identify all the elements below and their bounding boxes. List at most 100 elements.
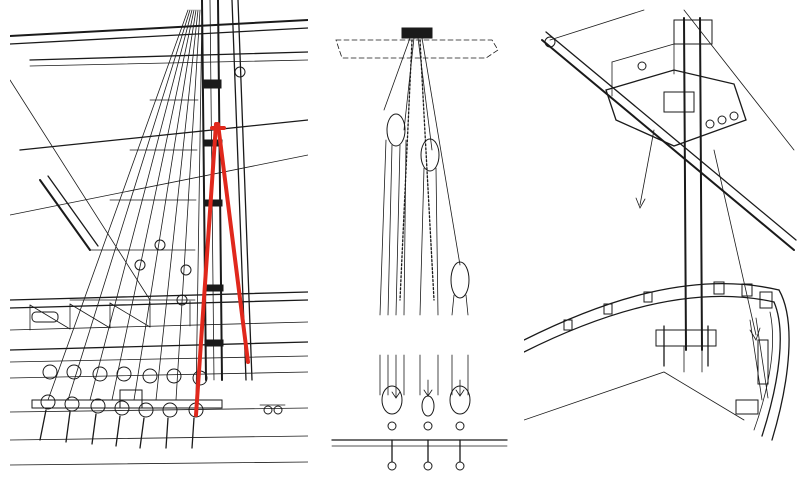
mast-left: [683, 17, 687, 351]
chain-plate: [91, 413, 97, 445]
shroud: [133, 9, 197, 401]
deadeye: [116, 366, 132, 382]
shroud: [111, 9, 195, 401]
stanchion-brace: [109, 302, 151, 328]
stay: [10, 154, 308, 216]
second-yard: [29, 51, 308, 61]
yard-block: [544, 36, 556, 48]
rail: [10, 291, 308, 301]
boom: [39, 179, 91, 251]
chain-plate: [115, 415, 121, 447]
deadeye-lower: [162, 402, 178, 418]
hull-planking: [10, 407, 308, 413]
shroud: [47, 9, 189, 401]
fall: [387, 144, 393, 316]
mast-band: [204, 284, 224, 292]
fall: [435, 167, 439, 316]
rail-post: [603, 303, 613, 315]
upper-yard: [10, 19, 308, 37]
top-hole: [729, 111, 739, 121]
mast-partner: [655, 329, 717, 347]
shroud: [175, 9, 201, 401]
eyebolt-ring: [423, 461, 433, 471]
halyard: [549, 9, 645, 41]
stern-fitting: [735, 399, 759, 415]
shroud: [67, 9, 191, 401]
rail: [10, 321, 308, 331]
deadeye: [166, 368, 182, 384]
belaying-pin: [273, 405, 283, 415]
lower-block-left: [381, 385, 403, 415]
boom-edge: [47, 175, 99, 247]
upper-block-middle: [420, 138, 440, 172]
stern-tackle: [749, 319, 763, 401]
yard: [541, 39, 795, 251]
hull-planking: [10, 371, 308, 379]
rail-post: [563, 319, 573, 331]
stanchion-brace: [69, 303, 111, 329]
ship-perspective-drawing: [524, 9, 797, 441]
stay: [19, 119, 308, 151]
chain-plate: [191, 417, 195, 449]
deadeye-lower: [40, 394, 56, 410]
stay: [10, 79, 151, 301]
deadeye-lower: [138, 402, 154, 418]
lower-block-right: [449, 385, 471, 415]
masthead: [673, 19, 713, 45]
hull-rail-outer: [524, 283, 780, 341]
rail-post: [741, 283, 753, 297]
shroud: [155, 9, 199, 401]
block: [180, 264, 192, 276]
mast-band: [202, 79, 222, 89]
hook: [387, 421, 397, 431]
topmast-edge: [237, 0, 253, 381]
mast-left-edge: [201, 0, 207, 381]
yard-edge: [545, 31, 797, 241]
rope: [403, 37, 415, 131]
top-hole: [705, 119, 715, 129]
chain-plate: [139, 417, 145, 449]
deadeye: [66, 364, 82, 380]
arrow-line: [639, 129, 655, 206]
hull-planking: [10, 461, 308, 466]
rigging-detail-drawing: [10, 0, 308, 466]
top-structure-outline: [335, 39, 499, 59]
rail-post: [759, 291, 773, 309]
tackle-blocks-drawing: [331, 27, 508, 471]
block: [134, 259, 146, 271]
chain-plate: [65, 411, 71, 443]
mast-band: [203, 199, 223, 207]
shroud: [89, 9, 193, 401]
deadeye-lower: [90, 398, 106, 414]
deadeye: [92, 366, 108, 382]
deck-edge: [524, 371, 745, 421]
eyebolt-ring: [387, 461, 397, 471]
hull-planking: [10, 355, 308, 363]
panel-tackle-blocks: [322, 0, 510, 484]
rope: [421, 37, 461, 266]
masthead-block: [401, 27, 433, 39]
shroud: [195, 9, 203, 401]
fall: [419, 167, 425, 316]
upper-block-left: [386, 113, 406, 147]
block: [154, 239, 166, 251]
arrowhead: [635, 197, 646, 209]
hook: [455, 421, 465, 431]
block: [234, 66, 246, 78]
mast-right: [699, 17, 703, 351]
deadeye: [42, 364, 58, 380]
rail-post: [713, 281, 725, 295]
rail: [10, 299, 308, 309]
arrow-line: [713, 149, 757, 336]
hook: [423, 421, 433, 431]
fall: [451, 294, 455, 316]
hull-planking: [10, 435, 308, 441]
top-hole: [717, 115, 727, 125]
red-stay-right: [216, 122, 250, 364]
highlighted-stays: [194, 122, 250, 417]
belaying-pin: [263, 405, 273, 415]
cannon: [31, 311, 59, 323]
panel-rigging-detail: [10, 0, 308, 484]
arrow-down: [423, 379, 433, 397]
deadeye: [142, 368, 158, 384]
